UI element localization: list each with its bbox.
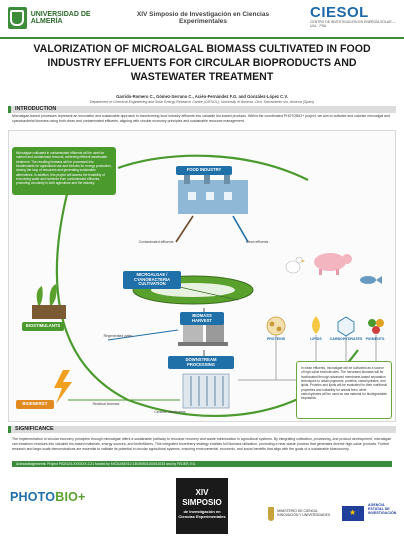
contaminated-effluents-note: Microalgae cultivated in contaminated ef… xyxy=(12,147,116,195)
downstream-processing-label: DOWNSTREAM PROCESSING xyxy=(168,356,234,370)
lipids-icon xyxy=(312,316,320,334)
ceramic-membranes-label: Ceramic membranes xyxy=(154,410,186,414)
symposium-logo: XIV SIMPOSIO de Investigación en Ciencia… xyxy=(176,478,228,534)
food-industry-label: FOOD INDUSTRY xyxy=(176,166,232,175)
biomass-harvest-label: BIOMASS HARVEST xyxy=(180,312,224,326)
section-significance: SIGNIFICANCE xyxy=(8,426,396,433)
photobio-logo-photo: PHOTO xyxy=(10,490,56,504)
products-bracket xyxy=(238,335,377,381)
factory-icon xyxy=(178,166,248,214)
poster-title: VALORIZATION OF MICROALGAL BIOMASS CULTI… xyxy=(33,43,371,83)
product-proteins: PROTEINS xyxy=(266,337,286,341)
acknowledgement-bar: Acknowledgements: Project PID2024-XXXXXX… xyxy=(12,461,392,467)
pig-icon xyxy=(314,253,352,275)
contaminated-effluents-label: Contaminated effluents xyxy=(138,240,174,244)
clean-effluents-label: Clean effluents xyxy=(245,240,269,244)
carbohydrates-icon xyxy=(337,316,355,337)
fish-icon xyxy=(360,276,382,284)
poster-header: UNIVERSIDAD DE ALMERÍA XIV Simposio de I… xyxy=(0,0,404,36)
title-divider xyxy=(0,37,404,39)
authors: Garrido-Romero C., Gómez-Serrano C., Aci… xyxy=(116,94,288,99)
proteins-icon xyxy=(266,316,286,336)
residual-biomass-label: Residual biomass xyxy=(92,402,120,406)
symposium-name: XIV Simposio de Investigación en Ciencia… xyxy=(136,11,270,25)
affiliation: Department of Chemical Engineering and S… xyxy=(89,100,315,104)
contaminated-arrow xyxy=(175,215,194,243)
ministry-name: MINISTERIO DE CIENCIA, INNOVACIÓN Y UNIV… xyxy=(277,509,331,517)
section-introduction: INTRODUCTION xyxy=(8,106,396,113)
introduction-text: Microalgae-based processes represent an … xyxy=(12,114,390,123)
bioenergy-label: BIOENERGY xyxy=(16,400,54,409)
product-carbohydrates: CARBOHYDRATES xyxy=(329,337,363,341)
ministry-logo: MINISTERIO DE CIENCIA, INNOVACIÓN Y UNIV… xyxy=(268,504,336,524)
top-flow-arrow xyxy=(117,154,309,181)
spain-shield-icon xyxy=(268,507,275,521)
poster-footer: PHOTOBIO+ XIV SIMPOSIO de Investigación … xyxy=(0,470,404,539)
aei-logo: AGENCIA ESTATAL DE INVESTIGACIÓN xyxy=(368,503,397,515)
regenerated-water-arrow xyxy=(107,329,179,341)
ciesol-subtitle: CENTRO DE INVESTIGACIÓN EN ENERGÍA SOLAR… xyxy=(310,20,396,28)
ciesol-wordmark: CIESOL xyxy=(310,4,369,21)
cultivation-label: MICROALGAE / CYANOBACTERIA CULTIVATION xyxy=(123,271,181,289)
lightning-icon xyxy=(54,370,72,404)
photobio-logo-bio: BIO+ xyxy=(55,490,86,504)
membrane-module-icon xyxy=(182,373,230,409)
product-lipids: LIPIDS xyxy=(310,337,322,341)
ciesol-logo: CIESOL CENTRO DE INVESTIGACIÓN EN ENERGÍ… xyxy=(310,4,396,32)
photobio-logo: PHOTOBIO+ xyxy=(10,490,86,504)
plant-icon xyxy=(32,284,66,319)
university-shield-icon xyxy=(8,7,27,29)
regenerated-water-label: Regenerated water xyxy=(103,334,133,338)
chicken-icon xyxy=(285,256,305,274)
symposium-logo-subtitle: de Investigación en Ciencias Experimenta… xyxy=(178,508,226,519)
product-pigments: PIGMENTS xyxy=(365,337,385,341)
symposium-logo-title: XIV SIMPOSIO xyxy=(182,488,222,508)
university-logo: UNIVERSIDAD DE ALMERÍA xyxy=(8,6,118,30)
university-name: UNIVERSIDAD DE ALMERÍA xyxy=(30,10,91,25)
eu-flag-icon xyxy=(342,506,364,521)
biostimulants-label: BIOSTIMULANTS xyxy=(22,322,64,331)
significance-text: The implementation of circular economy p… xyxy=(12,437,392,451)
clean-effluents-note: In clean effluents, microalgae will be c… xyxy=(296,361,392,419)
clean-arrow xyxy=(232,215,249,243)
pigments-icon xyxy=(368,319,384,334)
